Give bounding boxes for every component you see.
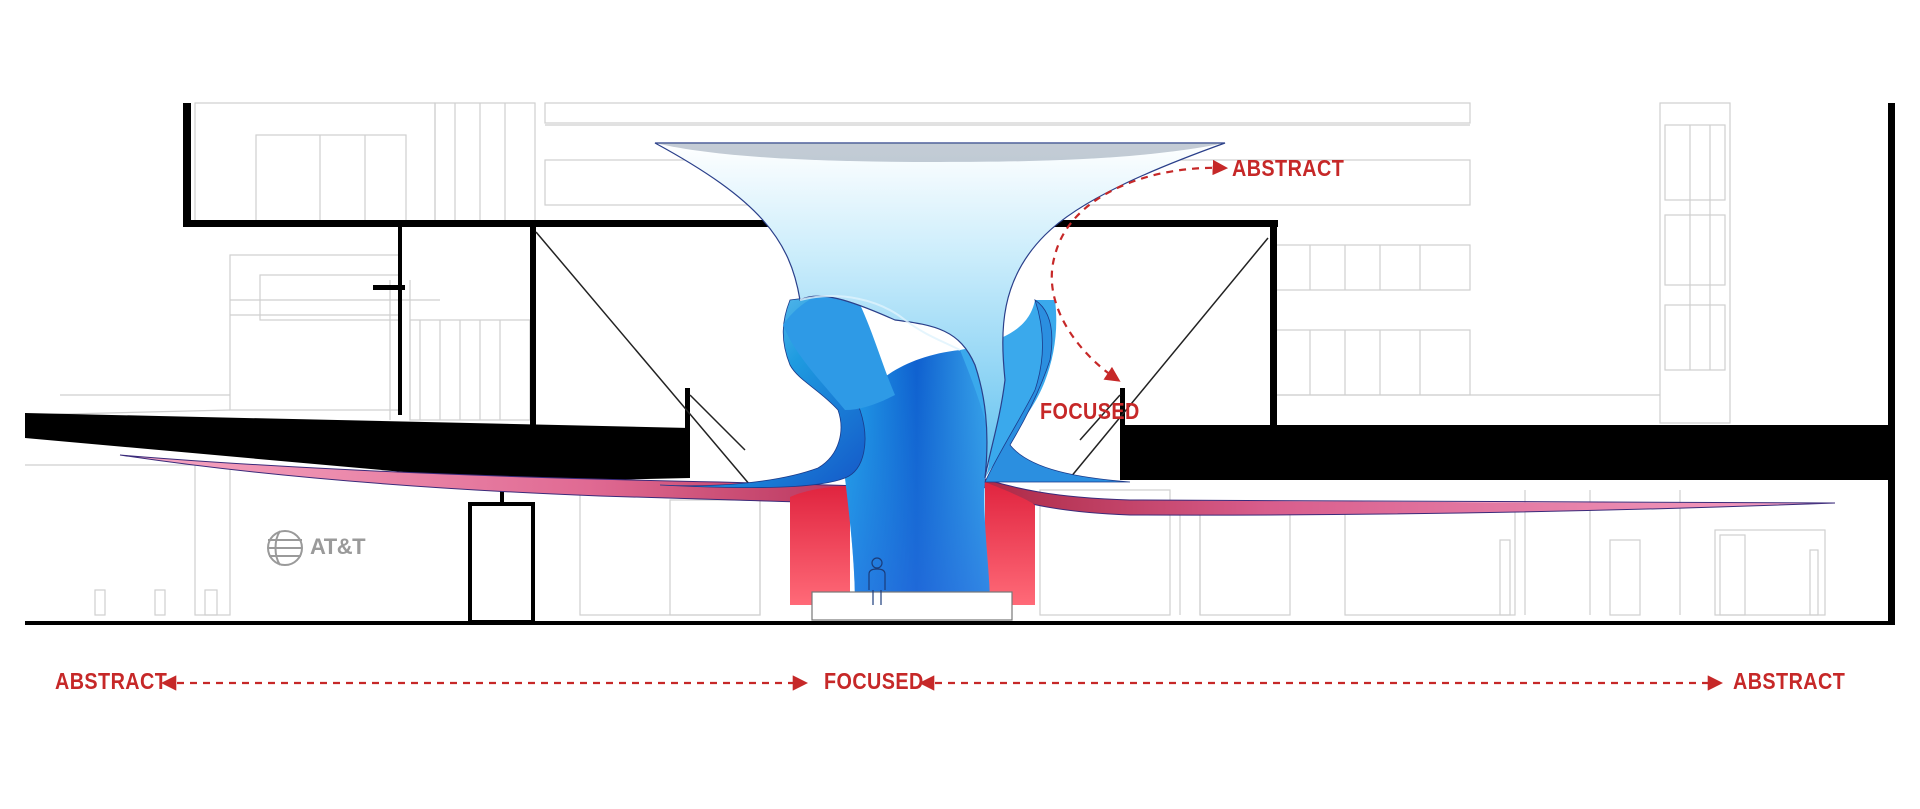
person-icon xyxy=(868,557,886,605)
globe-icon xyxy=(267,530,303,566)
support-pillar xyxy=(468,502,535,624)
red-backdrop xyxy=(790,482,1035,605)
building-structure xyxy=(25,103,1895,625)
label-focused-bottom: FOCUSED xyxy=(824,668,924,694)
ribbon-canopy xyxy=(119,454,1836,516)
label-abstract-top: ABSTRACT xyxy=(1232,155,1345,181)
label-abstract-left: ABSTRACT xyxy=(55,668,168,694)
dashed-arrow-icon xyxy=(1050,159,1229,382)
att-logo-text: AT&T xyxy=(310,534,366,559)
label-abstract-right: ABSTRACT xyxy=(1733,668,1846,694)
sculpture-plinth xyxy=(811,591,1013,621)
label-focused-mid: FOCUSED xyxy=(1040,398,1140,424)
twisting-sculpture xyxy=(654,142,1226,605)
dashed-arrows xyxy=(160,159,1724,691)
